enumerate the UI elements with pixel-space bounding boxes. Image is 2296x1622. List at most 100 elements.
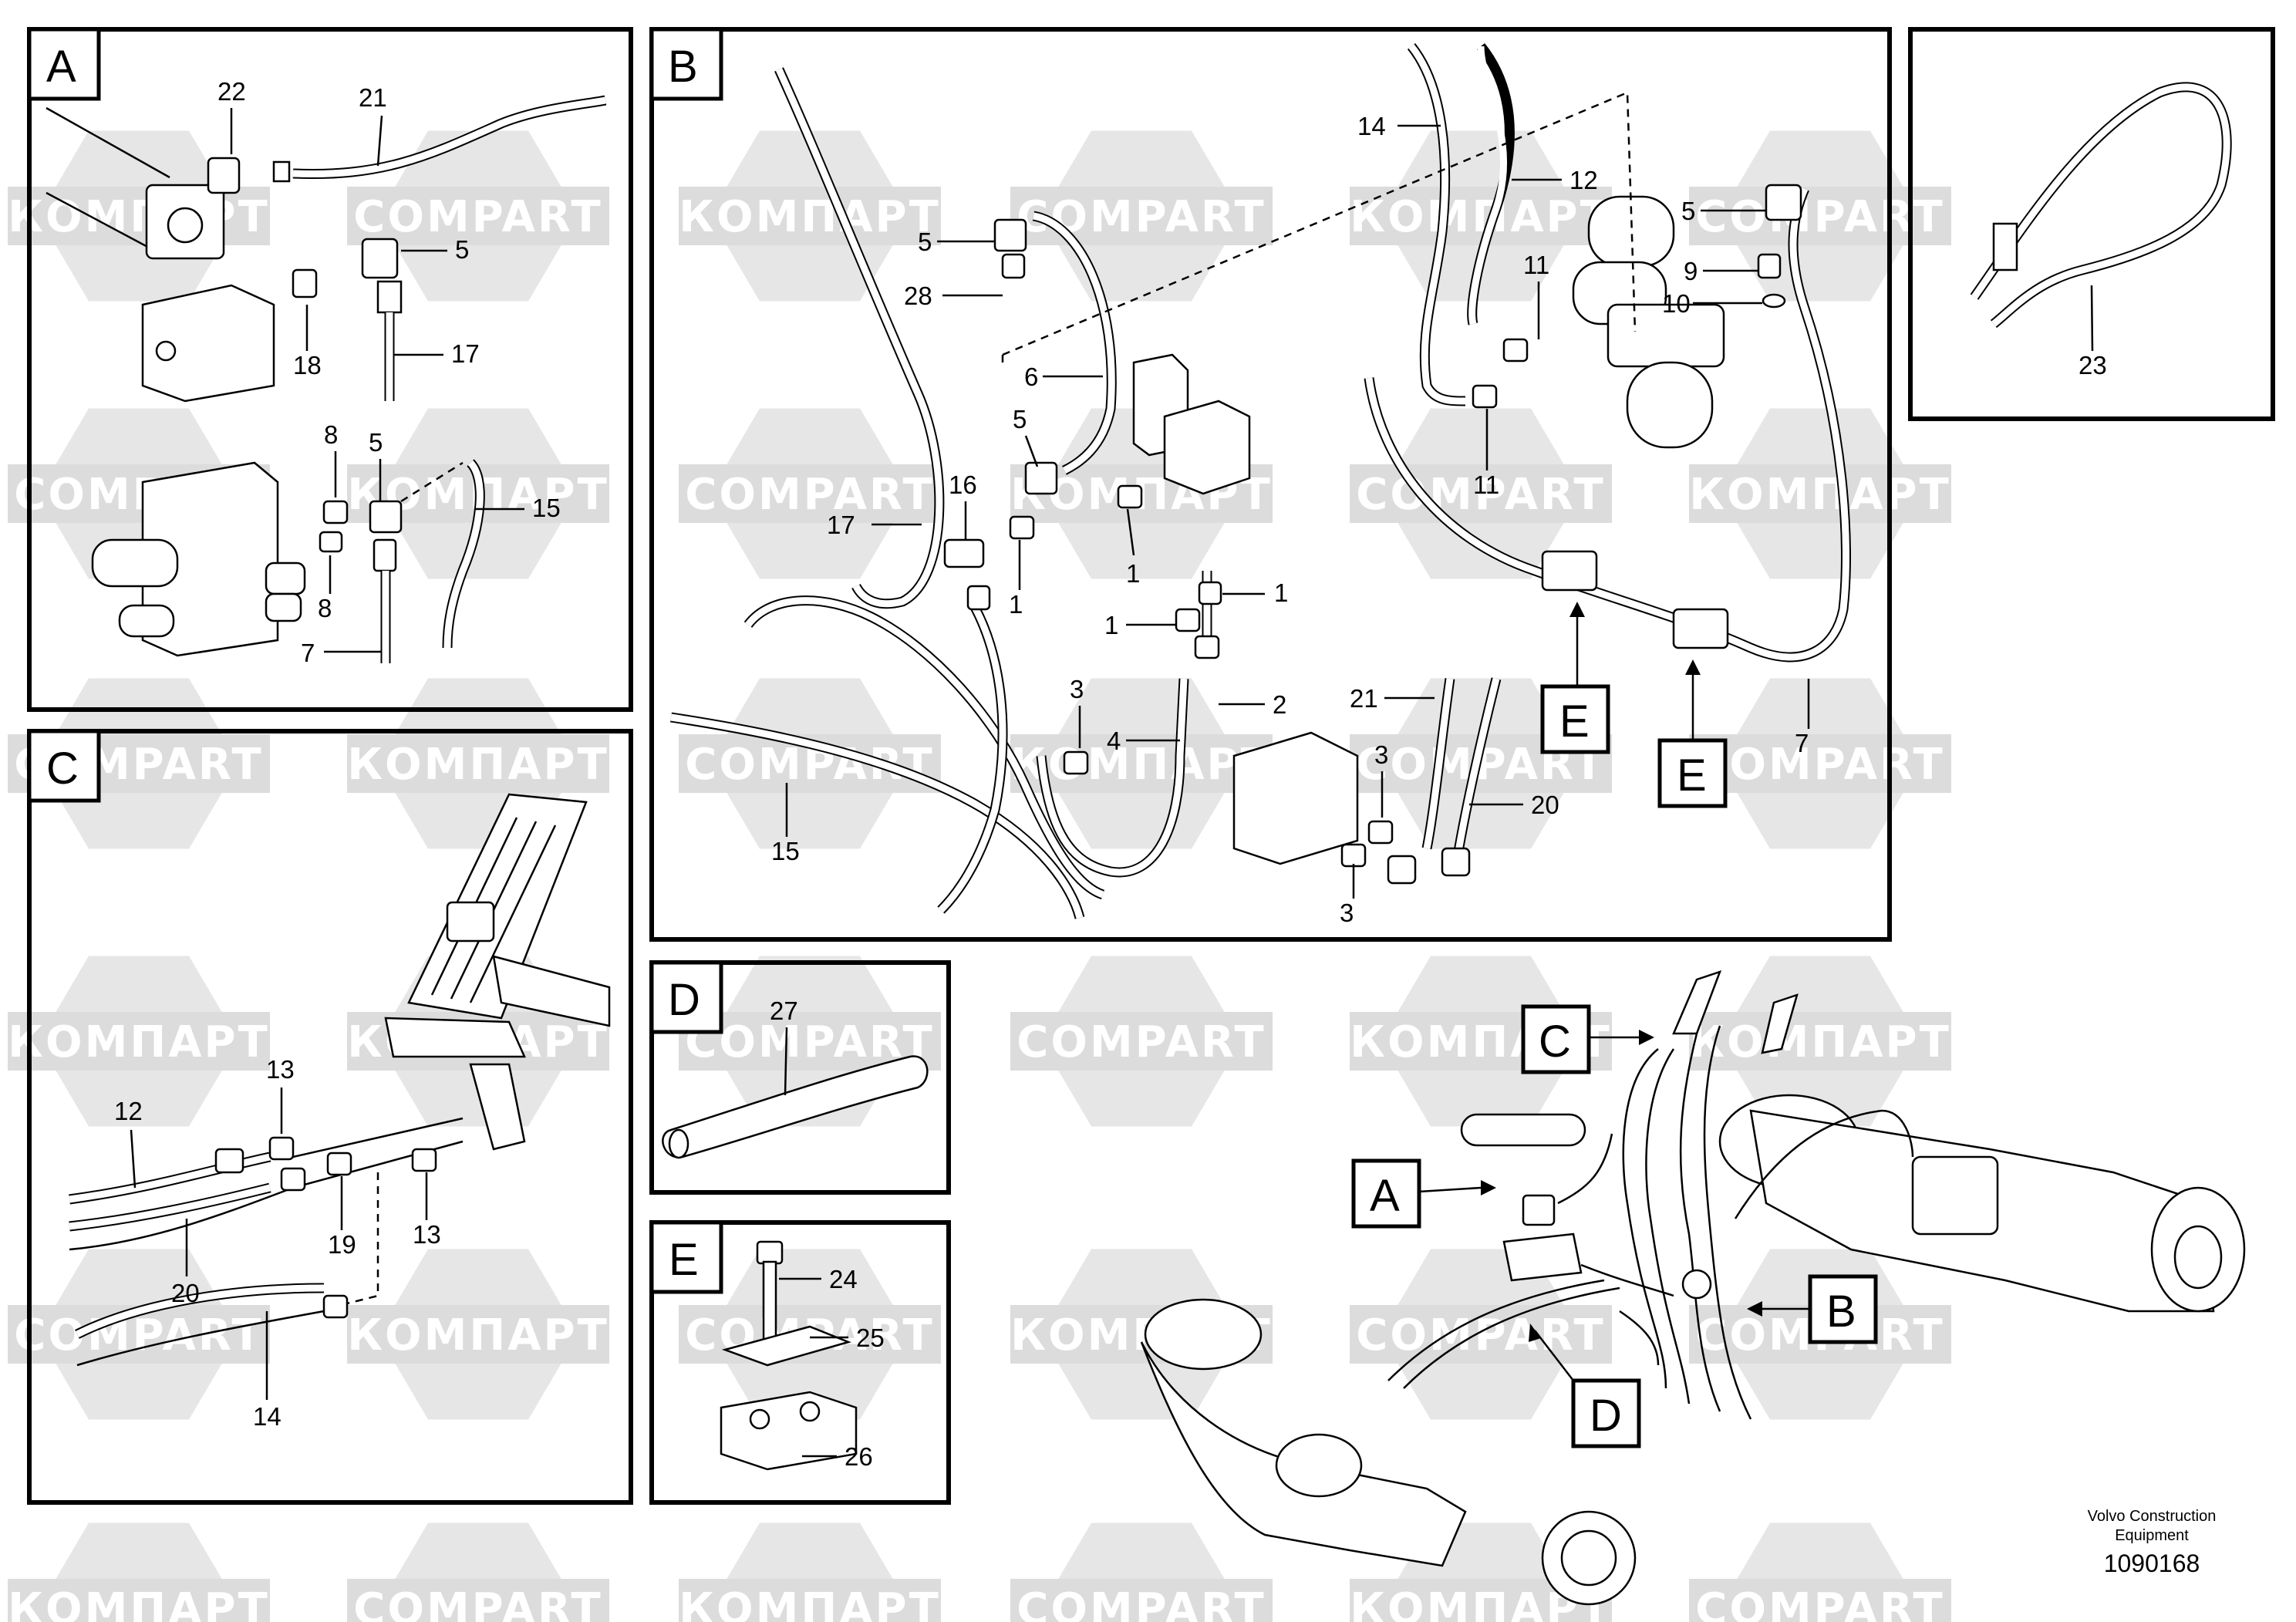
callout-e-1: E: [1559, 696, 1590, 747]
label-27: 27: [770, 996, 798, 1025]
label-3-b: 3: [1374, 740, 1388, 769]
label-17: 17: [827, 511, 855, 539]
label-20: 20: [171, 1279, 200, 1307]
label-11-a: 11: [1523, 251, 1549, 279]
watermark-text: КОМПАРТ: [347, 1310, 609, 1361]
watermark-bar: [1689, 464, 1951, 523]
watermark-bar: [347, 187, 609, 245]
panel-a: A 22 21: [27, 27, 633, 712]
label-14: 14: [253, 1402, 282, 1431]
panel-b: B: [649, 27, 1892, 942]
watermark-text: КОМПАРТ: [8, 1017, 270, 1067]
watermark-text: КОМПАРТ: [1010, 740, 1273, 790]
label-5-a: 5: [455, 235, 469, 264]
panel-strap: 23: [1908, 27, 2275, 421]
watermark-bar: [679, 1579, 941, 1622]
label-10: 10: [1662, 289, 1691, 318]
watermark-bar: [1010, 1012, 1273, 1071]
watermark-text: COMPART: [1017, 192, 1266, 242]
document-footer: Volvo Construction Equipment 1090168: [2088, 1508, 2217, 1577]
panel-e: E 24 25 26: [649, 1220, 951, 1505]
label-3-a: 3: [1070, 675, 1084, 703]
watermark-bar: [1689, 1579, 1951, 1622]
watermark-text: КОМПАРТ: [1689, 470, 1951, 520]
label-16: 16: [949, 470, 977, 499]
panel-e-letter: E: [669, 1235, 699, 1285]
label-5-b3: 5: [1681, 197, 1695, 225]
label-21: 21: [1350, 684, 1378, 713]
watermark-bar: [8, 1579, 270, 1622]
label-8-a: 8: [324, 420, 338, 449]
label-13-b: 13: [413, 1220, 441, 1249]
label-19: 19: [328, 1230, 356, 1259]
panel-a-letter: A: [46, 42, 76, 92]
watermark-text: COMPART: [685, 1017, 934, 1067]
callout-e-2: E: [1677, 750, 1707, 801]
watermark-bar: [8, 1012, 270, 1071]
doc-number: 1090168: [2104, 1549, 2200, 1577]
label-1-b: 1: [1009, 590, 1023, 619]
watermark-bar: [347, 734, 609, 793]
watermark-bar: [347, 1579, 609, 1622]
watermark-text: КОМПАРТ: [1350, 192, 1612, 242]
label-13-a: 13: [266, 1055, 295, 1084]
watermark-text: КОМПАРТ: [679, 192, 941, 242]
watermark-bar: [1689, 734, 1951, 793]
watermark-text: COMPART: [14, 1310, 263, 1361]
label-20: 20: [1531, 791, 1559, 819]
overview-callout-a: A: [1370, 1171, 1400, 1221]
label-5-b2: 5: [1013, 405, 1027, 433]
label-15: 15: [771, 837, 800, 865]
watermark-text: КОМПАРТ: [347, 740, 609, 790]
label-24: 24: [829, 1265, 858, 1293]
watermark-text: COMPART: [1017, 1017, 1266, 1067]
label-12: 12: [114, 1097, 143, 1125]
watermark-bar: [1689, 1012, 1951, 1071]
label-25: 25: [856, 1324, 885, 1352]
brand-line-1: Volvo Construction: [2088, 1508, 2217, 1525]
watermark-text: COMPART: [1356, 1310, 1605, 1361]
overview-assembly: C A B D: [1140, 969, 2246, 1606]
watermark-bar: [1350, 464, 1612, 523]
panel-c: C 13 12 19 13 20 14: [27, 729, 633, 1505]
watermark-text: COMPART: [1017, 1584, 1266, 1622]
watermark-bar: [1010, 1579, 1273, 1622]
watermark-text: КОМПАРТ: [1689, 1017, 1951, 1067]
label-11-b: 11: [1473, 470, 1499, 499]
label-4: 4: [1107, 727, 1121, 755]
label-28: 28: [904, 282, 932, 310]
overview-callout-c: C: [1539, 1017, 1571, 1067]
overview-callout-b: B: [1826, 1286, 1856, 1337]
watermark-bar: [1010, 734, 1273, 793]
label-5-b1: 5: [918, 228, 932, 256]
label-7: 7: [301, 639, 315, 667]
watermark-bar: [679, 187, 941, 245]
label-1-a: 1: [1126, 559, 1140, 588]
label-8-b: 8: [318, 594, 332, 622]
brand-line-2: Equipment: [2115, 1527, 2189, 1544]
panel-d: D 27: [649, 960, 951, 1195]
watermark-bar: [1010, 187, 1273, 245]
label-15: 15: [532, 494, 561, 522]
watermark-text: COMPART: [353, 192, 602, 242]
watermark-text: КОМПАРТ: [8, 1584, 270, 1622]
label-7: 7: [1795, 729, 1809, 757]
label-12: 12: [1569, 166, 1598, 194]
watermark-bar: [1350, 1305, 1612, 1364]
watermark-text: COMPART: [1695, 192, 1944, 242]
watermark-text: COMPART: [1695, 1584, 1944, 1622]
label-17: 17: [451, 339, 480, 368]
watermark-text: COMPART: [353, 1584, 602, 1622]
watermark-bar: [679, 464, 941, 523]
label-5-b: 5: [369, 428, 383, 457]
label-1-c: 1: [1274, 578, 1288, 607]
label-14: 14: [1357, 112, 1386, 140]
watermark-text: COMPART: [1356, 470, 1605, 520]
watermark-bar: [347, 1305, 609, 1364]
overview-callout-d: D: [1590, 1391, 1622, 1441]
watermark-text: COMPART: [1695, 740, 1944, 790]
panel-d-letter: D: [668, 975, 700, 1025]
panel-c-letter: C: [46, 744, 79, 794]
watermark-text: КОМПАРТ: [679, 1584, 941, 1622]
